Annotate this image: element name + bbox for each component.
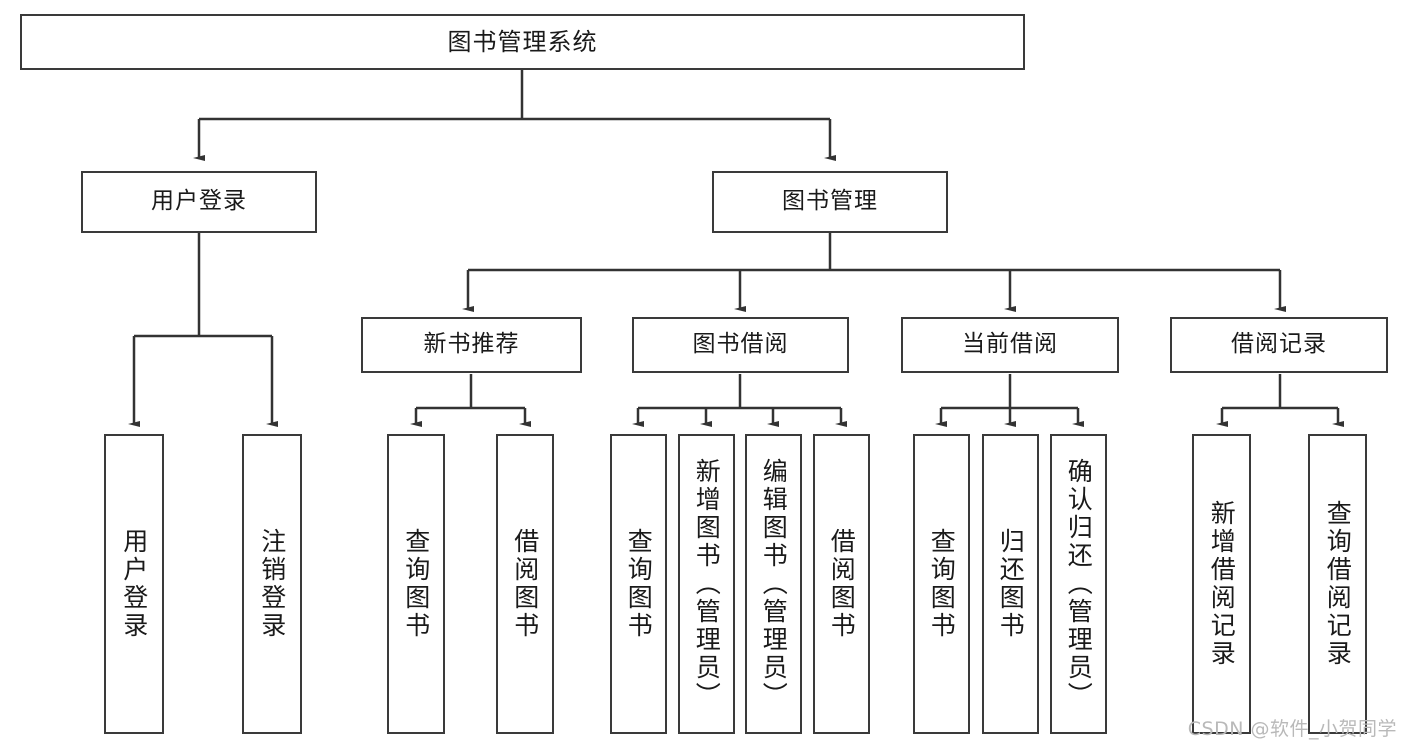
leaf-query-book-borrow[interactable]: 查询图书 xyxy=(610,434,667,734)
leaf-query-book-current[interactable]: 查询图书 xyxy=(913,434,970,734)
leaf-label: 查询图书 xyxy=(401,528,431,640)
leaf-add-book-admin[interactable]: 新增图书（管理员） xyxy=(678,434,735,734)
node-book-borrow[interactable]: 图书借阅 xyxy=(632,317,849,373)
node-book-management[interactable]: 图书管理 xyxy=(712,171,948,233)
leaf-label: 确认归还（管理员） xyxy=(1064,458,1094,710)
leaf-label: 新增借阅记录 xyxy=(1207,500,1237,668)
node-new-book-recommend[interactable]: 新书推荐 xyxy=(361,317,582,373)
leaf-user-login[interactable]: 用户登录 xyxy=(104,434,164,734)
leaf-logout[interactable]: 注销登录 xyxy=(242,434,302,734)
leaf-label: 归还图书 xyxy=(996,528,1026,640)
node-current-borrow[interactable]: 当前借阅 xyxy=(901,317,1119,373)
leaf-query-book-recommend[interactable]: 查询图书 xyxy=(387,434,445,734)
leaf-add-borrow-record[interactable]: 新增借阅记录 xyxy=(1192,434,1251,734)
leaf-borrow-book-recommend[interactable]: 借阅图书 xyxy=(496,434,554,734)
node-root-system[interactable]: 图书管理系统 xyxy=(20,14,1025,70)
leaf-label: 查询图书 xyxy=(927,528,957,640)
leaf-borrow-book[interactable]: 借阅图书 xyxy=(813,434,870,734)
leaf-label: 新增图书（管理员） xyxy=(692,458,722,710)
leaf-label: 注销登录 xyxy=(257,528,287,640)
leaf-label: 借阅图书 xyxy=(510,528,540,640)
leaf-label: 编辑图书（管理员） xyxy=(759,458,789,710)
leaf-label: 借阅图书 xyxy=(827,528,857,640)
leaf-label: 查询借阅记录 xyxy=(1323,500,1353,668)
leaf-confirm-return-admin[interactable]: 确认归还（管理员） xyxy=(1050,434,1107,734)
csdn-watermark: CSDN @软件_小贺同学 xyxy=(1187,718,1397,740)
leaf-edit-book-admin[interactable]: 编辑图书（管理员） xyxy=(745,434,802,734)
leaf-label: 用户登录 xyxy=(119,528,149,640)
leaf-query-borrow-record[interactable]: 查询借阅记录 xyxy=(1308,434,1367,734)
leaf-label: 查询图书 xyxy=(624,528,654,640)
leaf-return-book[interactable]: 归还图书 xyxy=(982,434,1039,734)
node-borrow-record[interactable]: 借阅记录 xyxy=(1170,317,1388,373)
node-user-login[interactable]: 用户登录 xyxy=(81,171,317,233)
